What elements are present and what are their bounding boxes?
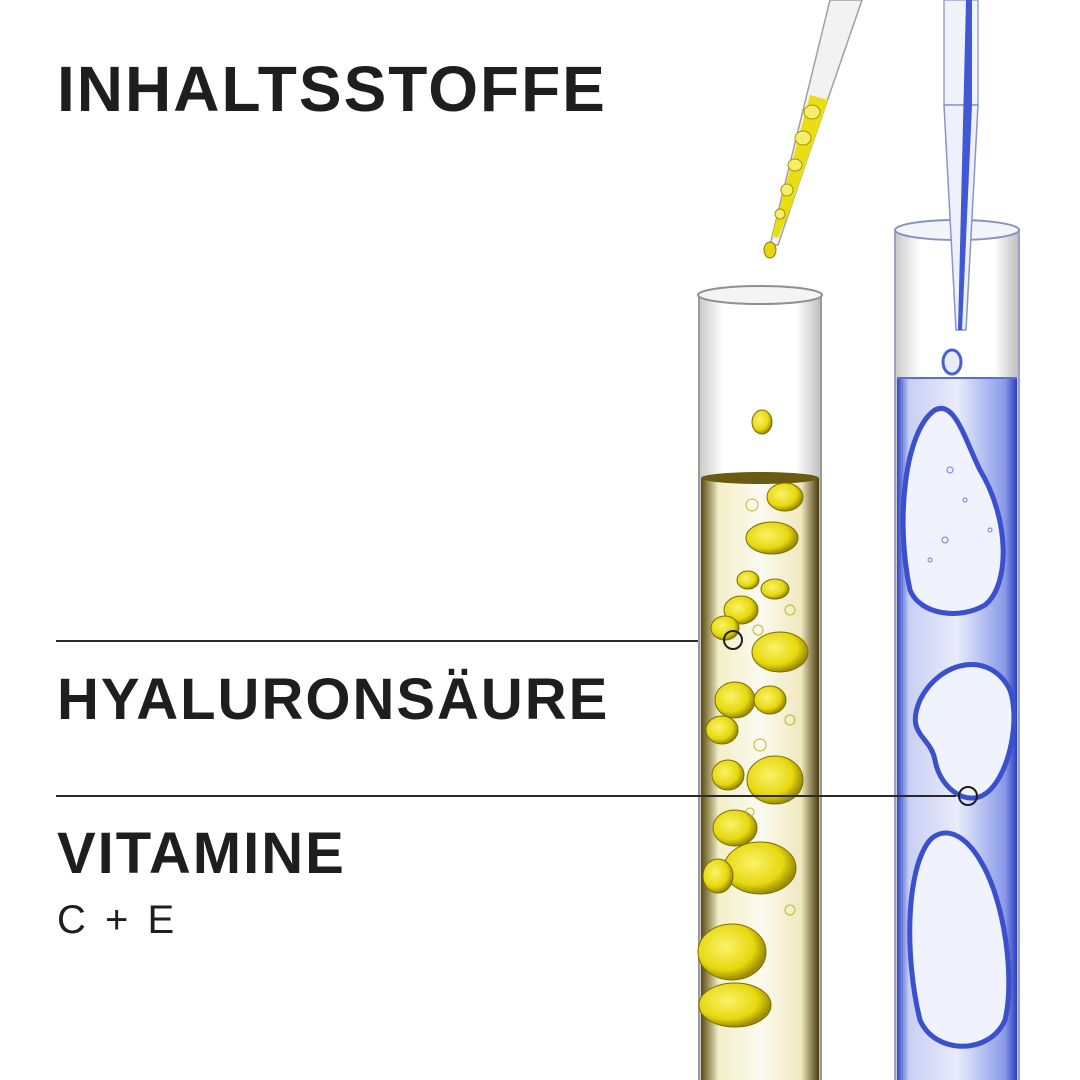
gel-test-tube — [894, 219, 1020, 1080]
divider-line — [56, 795, 956, 797]
oil-pipette — [763, 0, 863, 259]
ingredient-label-vitamins: VITAMINE — [57, 821, 346, 886]
hyaluronic-pointer-marker — [723, 630, 743, 650]
gel-pipette — [941, 0, 979, 376]
vitamin-pointer-marker — [958, 786, 978, 806]
oil-test-tube — [697, 285, 823, 1080]
ingredient-label-hyaluronic: HYALURONSÄURE — [57, 667, 610, 732]
ingredient-subtitle-vitamins: C + E — [57, 898, 179, 942]
page-title: INHALTSSTOFFE — [57, 53, 607, 125]
divider-line — [56, 640, 698, 642]
